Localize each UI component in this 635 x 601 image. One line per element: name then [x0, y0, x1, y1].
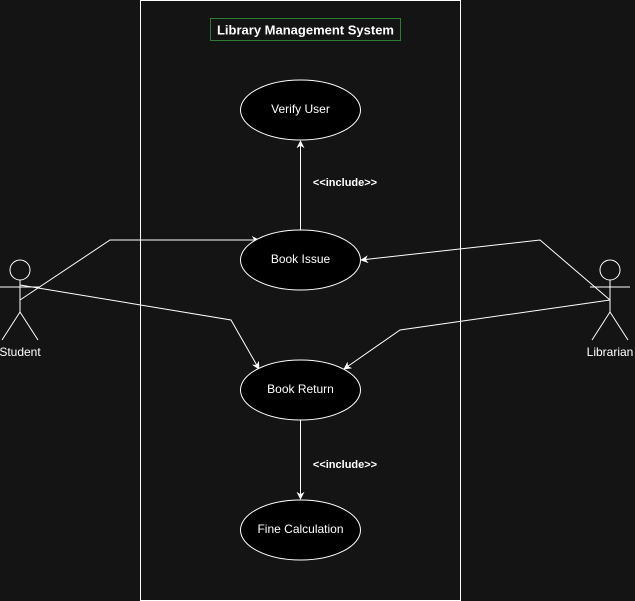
actor-librarian-label: Librarian [587, 345, 634, 359]
actor-student[interactable]: Student [0, 259, 41, 359]
title-box [210, 18, 401, 41]
use-case-book-issue-label: Book Issue [271, 252, 331, 266]
use-case-book-issue[interactable]: Book Issue [240, 229, 361, 291]
actor-librarian[interactable]: Librarian [587, 259, 634, 359]
actor-student-label: Student [0, 345, 41, 359]
connector-student-book-return [19, 284, 260, 370]
diagram-title: Library Management System [217, 22, 394, 37]
use-case-fine-calculation[interactable]: Fine Calculation [240, 499, 361, 561]
connector-student-book-issue [19, 236, 260, 301]
include-label-verify: <<include>> [313, 177, 377, 189]
use-case-book-return[interactable]: Book Return [240, 359, 361, 421]
use-case-book-return-label: Book Return [267, 382, 334, 396]
use-case-verify-user[interactable]: Verify User [240, 79, 361, 141]
connector-librarian-book-return [343, 299, 611, 370]
connector-librarian-book-issue [360, 239, 611, 301]
include-label-fine: <<include>> [313, 459, 377, 471]
student-head-icon [9, 259, 31, 281]
use-case-verify-user-label: Verify User [271, 102, 330, 116]
librarian-head-icon [599, 259, 621, 281]
use-case-fine-calculation-label: Fine Calculation [257, 522, 343, 536]
